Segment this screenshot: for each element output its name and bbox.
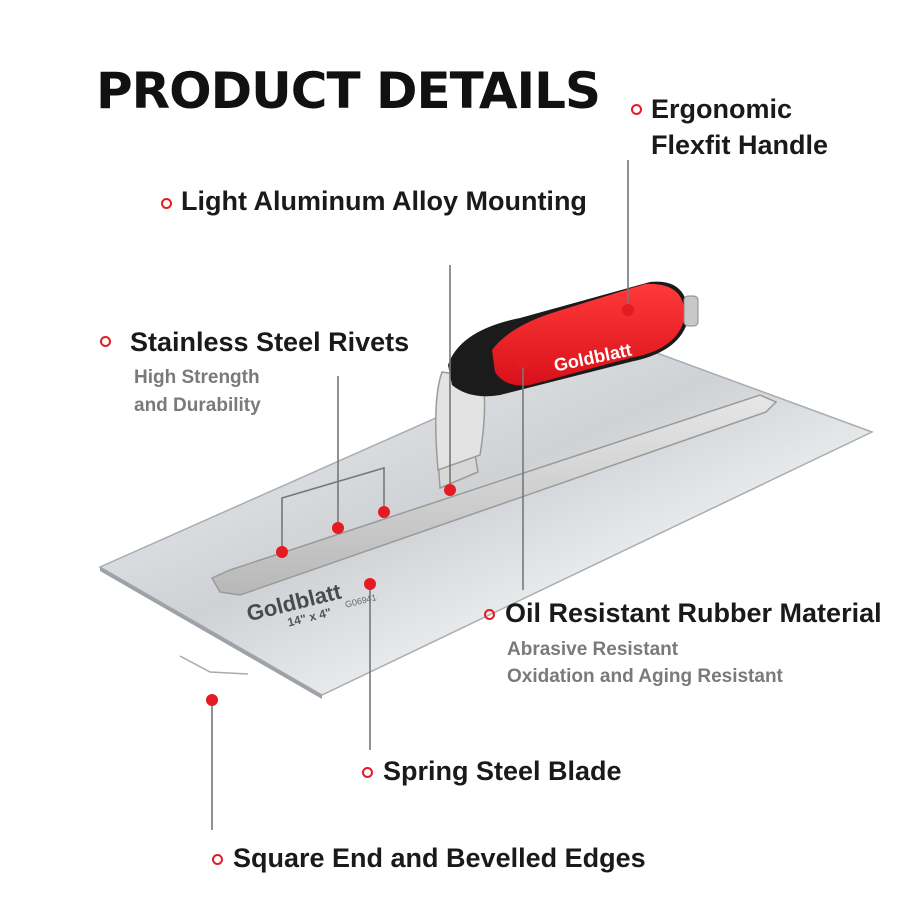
bullet-icon xyxy=(631,104,642,115)
bullet-icon xyxy=(100,336,111,347)
feature-blade-label: Spring Steel Blade xyxy=(383,756,622,786)
feature-handle-line2: Flexfit Handle xyxy=(651,130,829,160)
feature-edges-label: Square End and Bevelled Edges xyxy=(233,843,646,873)
feature-mounting-label: Light Aluminum Alloy Mounting xyxy=(181,186,587,216)
bullet-icon xyxy=(212,854,223,865)
bullet-icon xyxy=(362,767,373,778)
feature-rubber-sub2: Oxidation and Aging Resistant xyxy=(507,666,783,687)
bullet-icon xyxy=(161,198,172,209)
feature-rubber-sub1: Abrasive Resistant xyxy=(507,639,679,660)
feature-handle-line1: Ergonomic xyxy=(651,94,793,124)
bullet-icon xyxy=(484,609,495,620)
page-title: PRODUCT DETAILS xyxy=(96,62,601,120)
leader-lines xyxy=(211,160,629,830)
feature-rivets-sub1: High Strength xyxy=(134,367,260,388)
marker-dots xyxy=(206,304,634,706)
feature-rivets-sub2: and Durability xyxy=(134,395,261,416)
feature-rivets-label: Stainless Steel Rivets xyxy=(130,327,410,357)
feature-rubber-label: Oil Resistant Rubber Material xyxy=(505,598,882,628)
